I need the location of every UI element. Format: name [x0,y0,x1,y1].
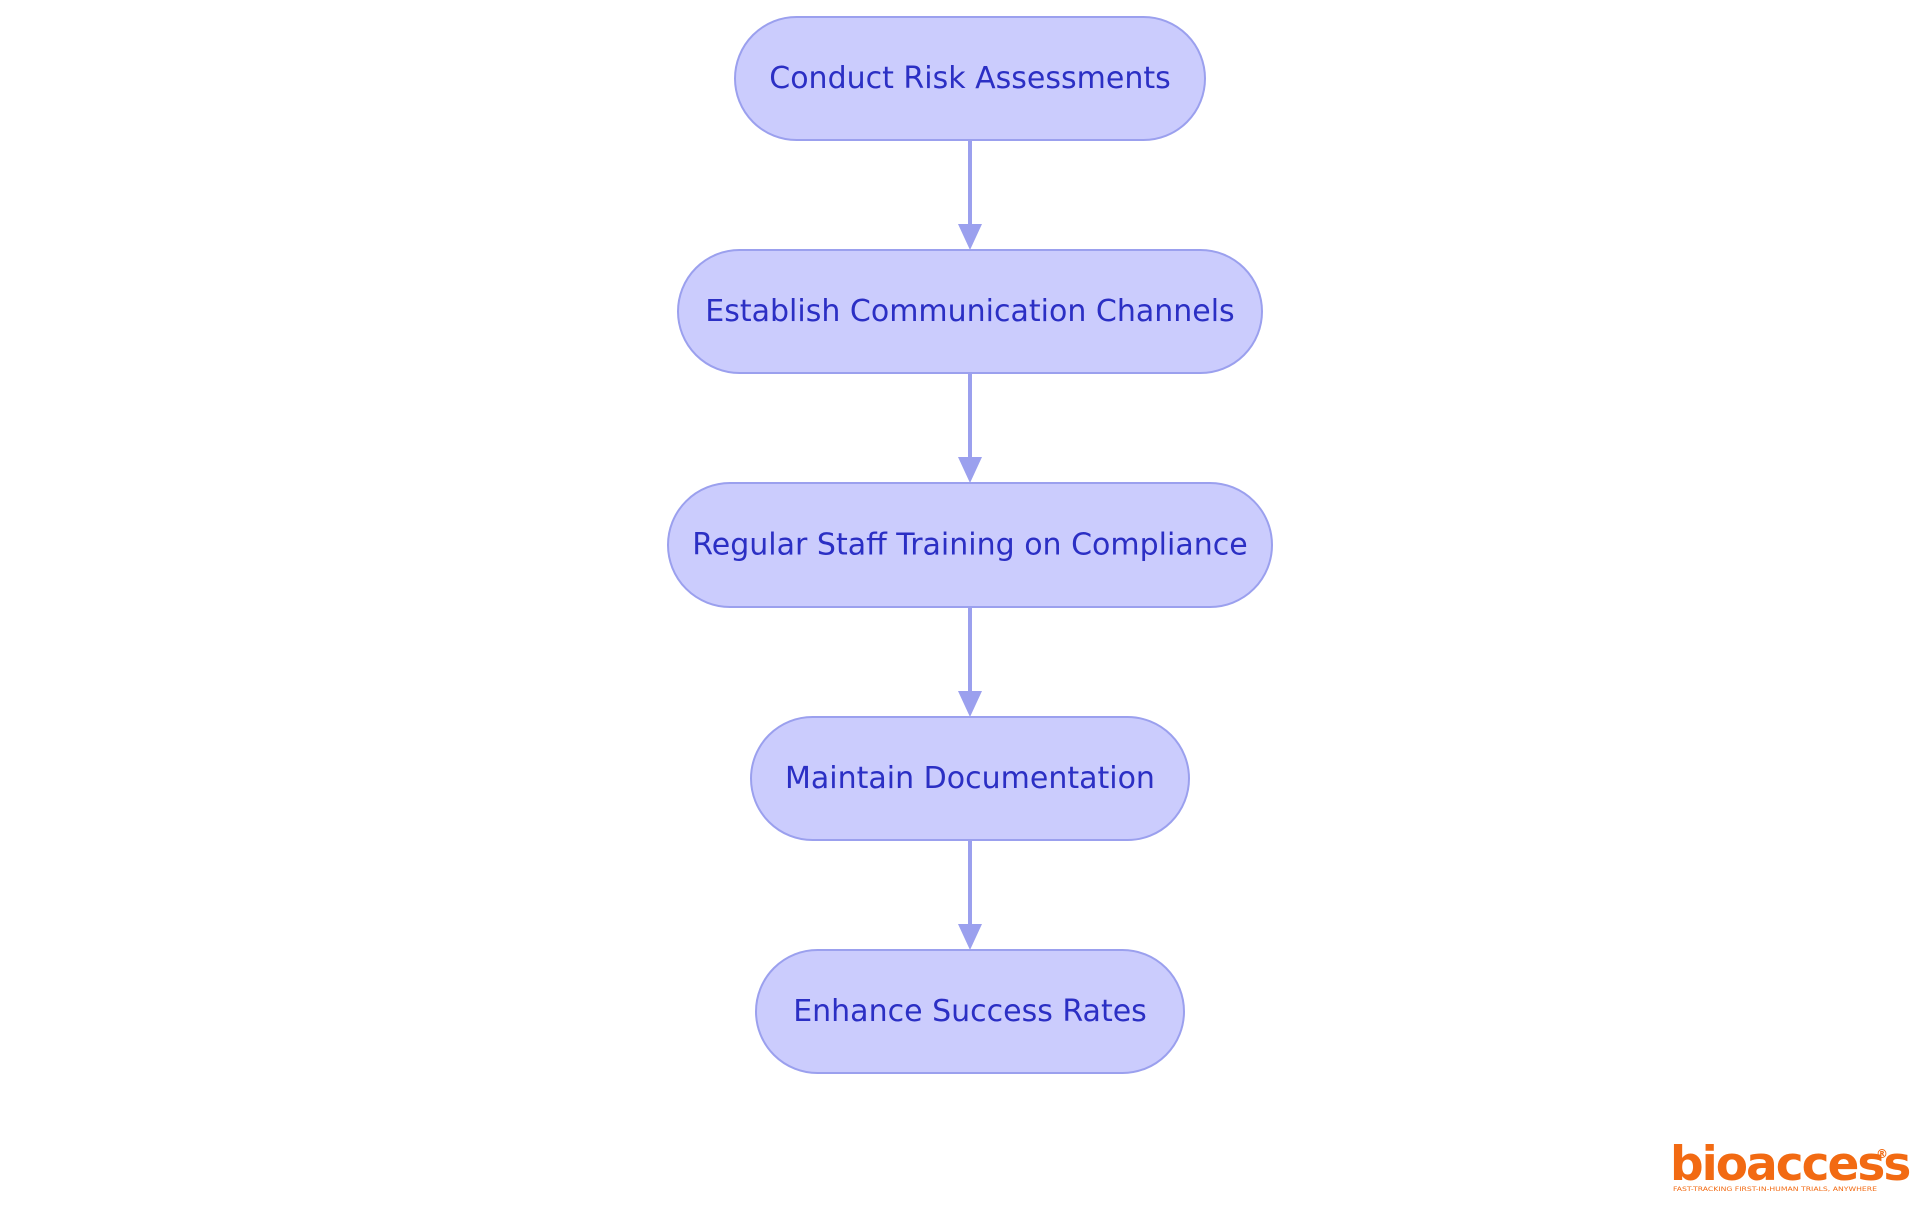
node-label: Maintain Documentation [785,761,1155,796]
node-label: Establish Communication Channels [705,294,1234,329]
arrowhead-icon [958,457,982,483]
registered-mark: ® [1876,1147,1888,1161]
node-label: Regular Staff Training on Compliance [692,528,1247,563]
edge-communication-to-training [958,373,982,483]
node-label: Enhance Success Rates [793,994,1147,1029]
edge-training-to-documentation [958,607,982,717]
edge-documentation-to-success [958,840,982,950]
bioaccess-logo: bioaccess ® FAST-TRACKING FIRST-IN-HUMAN… [1670,1137,1911,1193]
logo-tagline: FAST-TRACKING FIRST-IN-HUMAN TRIALS, ANY… [1673,1185,1877,1193]
nodes: Conduct Risk Assessments Establish Commu… [667,16,1273,1074]
node-label: Conduct Risk Assessments [769,61,1170,96]
node-maintain-documentation[interactable]: Maintain Documentation [750,716,1190,841]
edges [958,140,982,950]
arrowhead-icon [958,924,982,950]
logo-wordmark: bioaccess [1670,1137,1909,1192]
arrowhead-icon [958,691,982,717]
node-enhance-success-rates[interactable]: Enhance Success Rates [755,949,1185,1074]
node-regular-staff-training[interactable]: Regular Staff Training on Compliance [667,482,1273,608]
edge-risk-to-communication [958,140,982,250]
node-conduct-risk-assessments[interactable]: Conduct Risk Assessments [734,16,1206,141]
node-establish-communication-channels[interactable]: Establish Communication Channels [677,249,1263,374]
arrowhead-icon [958,224,982,250]
